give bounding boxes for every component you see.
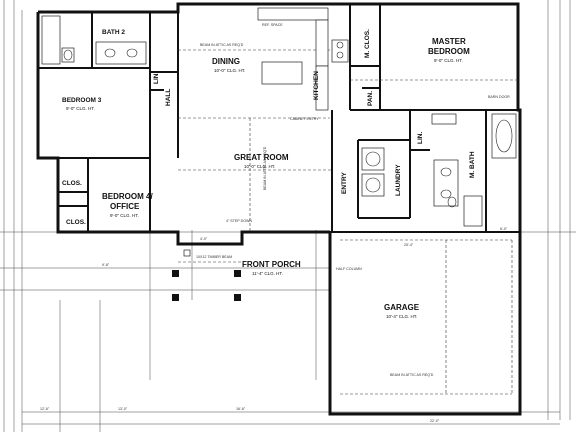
room-garage-clg: 10'-4" CLG. HT. (386, 314, 417, 319)
dim-label-7: 25'-4" (404, 243, 414, 247)
room-great-clg: 10'-0" CLG. HT. (244, 164, 275, 169)
fixtures (41, 7, 517, 227)
room-dining: DINING (212, 57, 240, 66)
note-barn-door: BARN DOOR (488, 95, 510, 99)
note-beam-great: BEAM IN ATTIC AS REQ'D (263, 146, 267, 190)
room-master-1: MASTER (432, 37, 466, 46)
note-timber-beam: 10X12 TIMBER BEAM (196, 255, 232, 259)
dim-label-8: 6'-0" (500, 227, 508, 231)
note-half-column: HALF COLUMN (336, 267, 362, 271)
dim-label-2: 12'-6" (40, 407, 50, 411)
room-hall: HALL (165, 89, 172, 106)
room-entry: ENTRY (341, 172, 348, 194)
room-bedroom4-clg: 9'-0" CLG. HT. (110, 213, 139, 218)
room-clos1: CLOS. (62, 180, 82, 187)
dim-label-4: 16'-6" (236, 407, 246, 411)
room-kitchen: KITCHEN (313, 71, 320, 100)
interior-walls (38, 4, 520, 233)
note-cabinet-entry: CABINET ENTRY (290, 117, 319, 121)
room-porch-clg: 11'-4" CLG. HT. (252, 271, 283, 276)
room-dining-clg: 10'-0" CLG. HT. (214, 68, 245, 73)
room-master-2: BEDROOM (428, 47, 470, 56)
room-bath2: BATH 2 (102, 29, 125, 36)
room-mbath: M. BATH (469, 151, 476, 178)
note-beam-dining: BEAM IN ATTIC AS REQ'D (200, 43, 244, 47)
note-step-down: 4" STEP DOWN (226, 219, 252, 223)
room-bedroom4-2: OFFICE (110, 202, 140, 211)
porch-posts (172, 249, 241, 301)
room-lin2: LIN. (417, 132, 424, 144)
note-beam-garage: BEAM IN ATTIC AS REQ'D (390, 373, 434, 377)
beam-lines (178, 49, 518, 395)
room-bedroom3: BEDROOM 3 (62, 97, 102, 104)
room-clos2: CLOS. (66, 219, 86, 226)
room-mclos: M. CLOS. (364, 29, 371, 58)
room-master-clg: 9'-0" CLG. HT. (434, 58, 463, 63)
room-lin1: LIN. (153, 72, 160, 84)
dim-label-5: 4'-0" (200, 237, 208, 241)
room-porch: FRONT PORCH (242, 260, 301, 269)
note-fridge: REF. SPACE (262, 23, 283, 27)
dim-label-3: 13'-0" (118, 407, 128, 411)
dim-label-1: 9'-8" (102, 263, 110, 267)
room-bedroom4-1: BEDROOM 4/ (102, 192, 153, 201)
room-great: GREAT ROOM (234, 153, 289, 162)
room-garage: GARAGE (384, 303, 420, 312)
room-pan: PAN. (367, 91, 374, 106)
room-laundry: LAUNDRY (395, 164, 402, 196)
room-bedroom3-clg: 9'-0" CLG. HT. (66, 106, 95, 111)
dim-label-6: 22'-0" (430, 419, 440, 423)
